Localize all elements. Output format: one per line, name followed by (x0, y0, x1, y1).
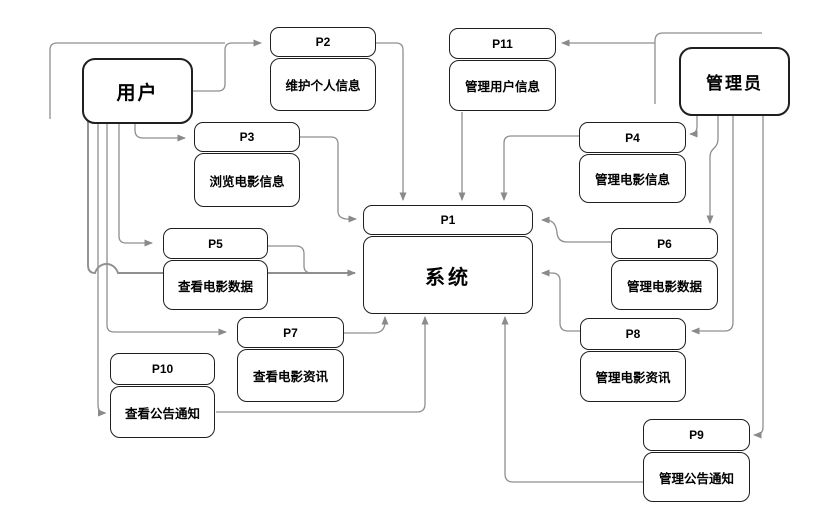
process-p8: P8 管理电影资讯 (580, 318, 686, 402)
process-p6: P6 管理电影数据 (611, 228, 718, 310)
edge-admin-p6 (706, 112, 719, 224)
edge-right-rail (654, 32, 762, 104)
process-p8-id: P8 (580, 318, 686, 350)
edge-admin-p4 (689, 112, 698, 138)
edge-p9-system (501, 316, 643, 483)
edge-user-p5 (118, 120, 153, 247)
process-p10-id: P10 (110, 353, 215, 385)
edge-admin-p9 (753, 112, 764, 439)
edge-p3-system (300, 136, 357, 223)
edge-p5-system (268, 245, 313, 274)
process-p5-label: 查看电影数据 (163, 260, 268, 310)
process-p11: P11 管理用户信息 (449, 28, 556, 111)
actor-admin: 管理员 (679, 47, 790, 116)
process-p11-label: 管理用户信息 (449, 60, 556, 111)
process-system-id: P1 (363, 205, 533, 235)
edge-user-system (87, 120, 356, 277)
edge-p4-system (500, 135, 579, 201)
edge-p8-system (541, 269, 580, 332)
edge-p10-system (216, 316, 429, 413)
edge-p2-system (376, 42, 407, 201)
process-p9-id: P9 (643, 419, 750, 451)
process-p4-label: 管理电影信息 (579, 154, 686, 203)
edge-user-p2 (189, 39, 262, 92)
process-p2: P2 维护个人信息 (270, 27, 376, 111)
process-p10: P10 查看公告通知 (110, 353, 215, 438)
actor-user: 用户 (82, 58, 193, 124)
process-p4-id: P4 (579, 122, 686, 153)
process-p5-id: P5 (163, 228, 268, 259)
process-p5: P5 查看电影数据 (163, 228, 268, 310)
edge-user-p7 (106, 120, 227, 336)
actor-admin-label: 管理员 (706, 74, 763, 93)
process-p6-id: P6 (611, 228, 718, 259)
edge-left-rail (49, 42, 225, 119)
process-p8-label: 管理电影资讯 (580, 351, 686, 402)
process-p7-label: 查看电影资讯 (237, 349, 344, 402)
process-p11-id: P11 (449, 28, 556, 59)
edge-user-p10 (97, 120, 107, 417)
process-p6-label: 管理电影数据 (611, 260, 718, 310)
edge-p6-system (541, 216, 611, 243)
process-p7-id: P7 (237, 317, 344, 348)
process-p9-label: 管理公告通知 (643, 452, 750, 502)
process-p3-label: 浏览电影信息 (194, 153, 300, 207)
process-p9: P9 管理公告通知 (643, 419, 750, 502)
process-p3-id: P3 (194, 122, 300, 152)
actor-user-label: 用户 (116, 82, 159, 104)
process-p2-label: 维护个人信息 (270, 58, 376, 111)
process-p2-id: P2 (270, 27, 376, 57)
process-p10-label: 查看公告通知 (110, 386, 215, 438)
process-p7: P7 查看电影资讯 (237, 317, 344, 402)
process-p3: P3 浏览电影信息 (194, 122, 300, 207)
edge-p7-system (344, 316, 389, 334)
edge-admin-p8 (691, 112, 734, 335)
process-system-label: 系统 (363, 236, 533, 314)
edge-user-p3 (134, 120, 186, 142)
process-p4: P4 管理电影信息 (579, 122, 686, 203)
process-system: P1 系统 (363, 205, 533, 314)
